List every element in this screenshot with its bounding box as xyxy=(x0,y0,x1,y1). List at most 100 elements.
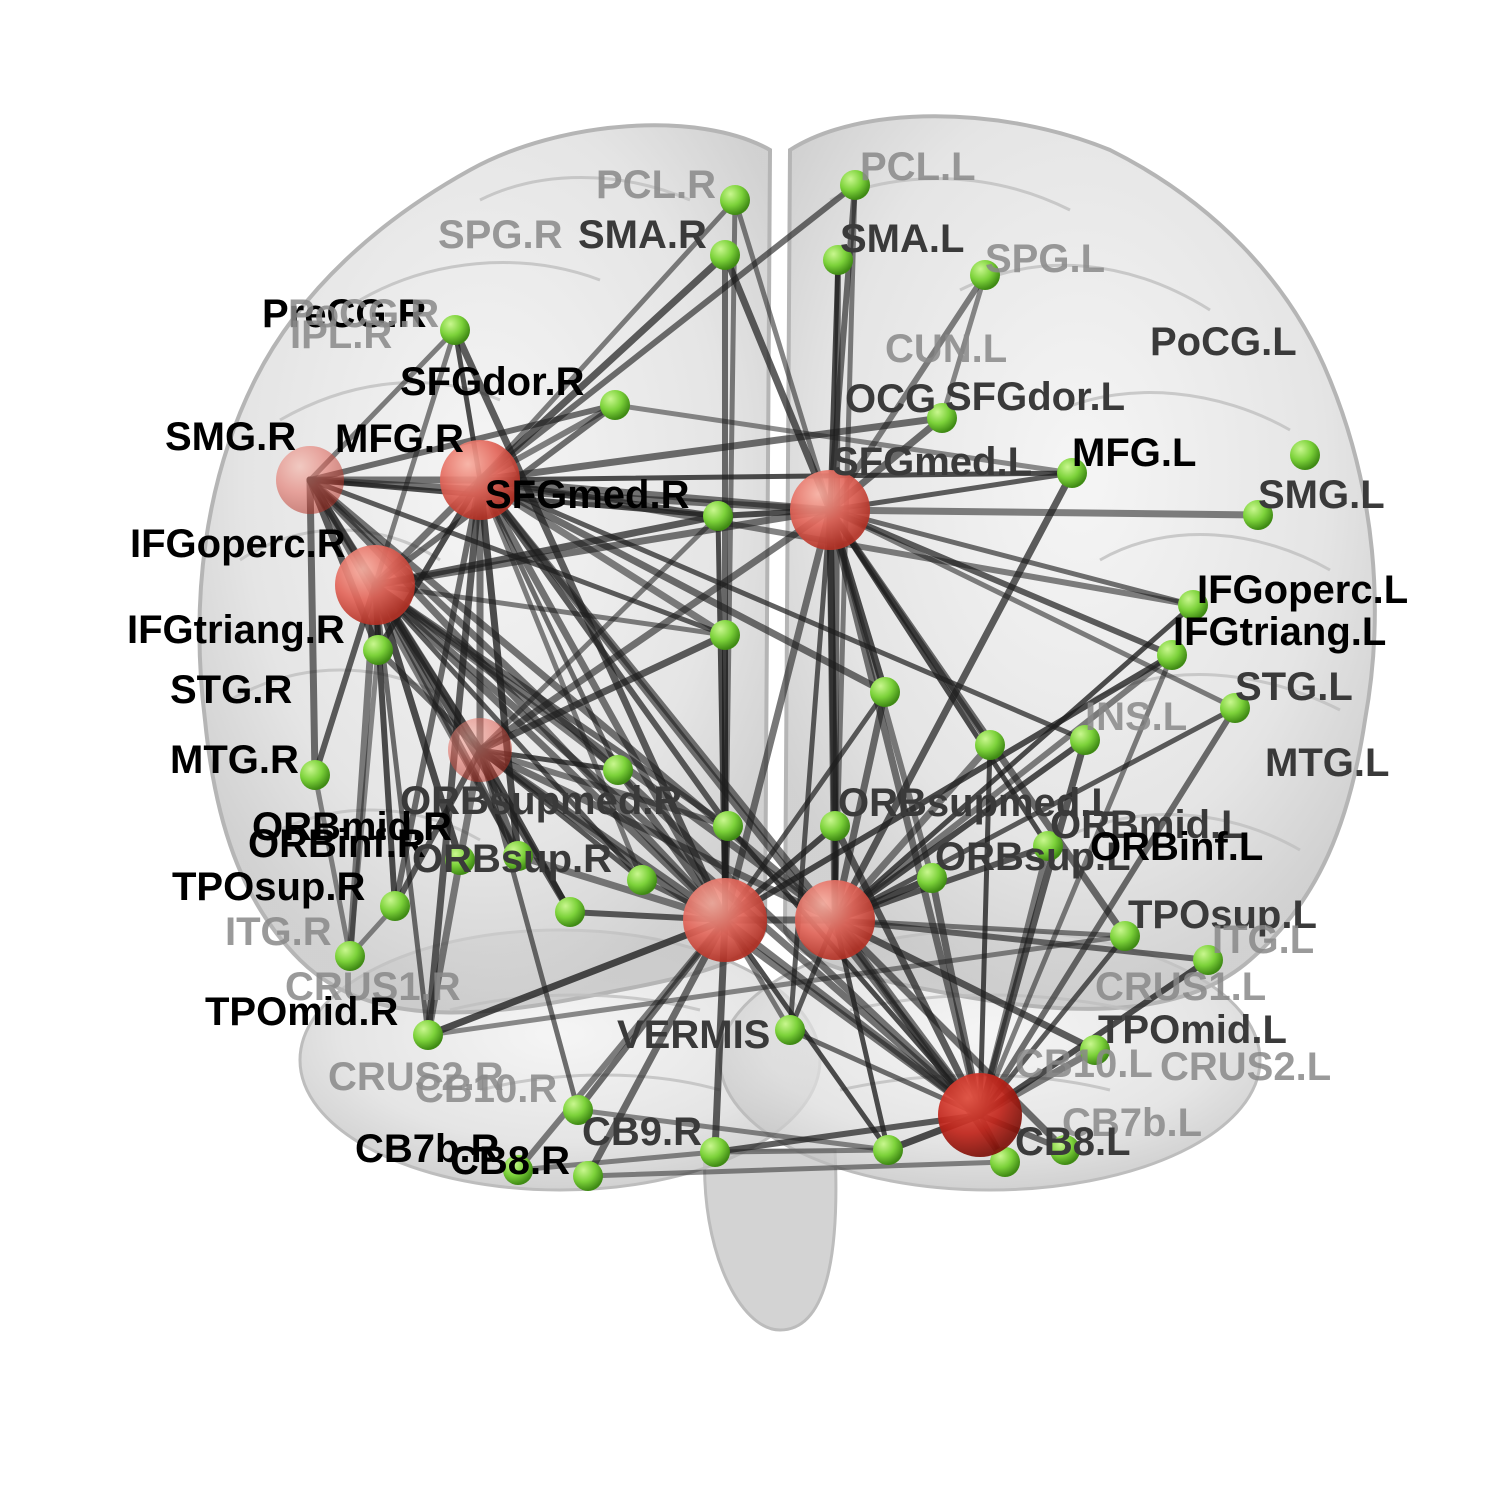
region-node xyxy=(873,1135,903,1165)
region-node xyxy=(870,677,900,707)
connection-edge xyxy=(477,477,1088,743)
region-label: ORBinf.L xyxy=(1090,825,1263,869)
region-label: IFGoperc.R xyxy=(130,522,346,566)
region-node xyxy=(380,891,410,921)
connection-edge xyxy=(584,916,729,1180)
brainstem xyxy=(703,1148,838,1332)
connection-edge xyxy=(477,747,581,1113)
connection-edge xyxy=(515,1149,718,1173)
region-label: ORBsup.L xyxy=(935,835,1131,879)
region-node xyxy=(1050,1135,1080,1165)
connection-edge xyxy=(827,470,1075,513)
connection-edge xyxy=(477,197,738,483)
region-label: OCG xyxy=(845,377,936,421)
nodes xyxy=(276,170,1320,1191)
hub-node xyxy=(683,878,767,962)
connection-edge xyxy=(515,917,728,1173)
connection-edge xyxy=(476,631,729,754)
connection-edge xyxy=(306,476,834,514)
region-label: SFGmed.R xyxy=(485,473,690,517)
region-label: PoCG.L xyxy=(1150,320,1297,364)
region-node xyxy=(1057,458,1087,488)
region-label: ORBsupmed.L xyxy=(838,781,1116,825)
region-label: TPOmid.L xyxy=(1098,1008,1287,1052)
connection-edge xyxy=(307,477,728,638)
region-label: SMA.L xyxy=(840,217,964,261)
region-node xyxy=(720,185,750,215)
region-label: CB8.R xyxy=(450,1139,570,1183)
connection-edge xyxy=(307,477,521,859)
region-node xyxy=(413,1020,443,1050)
connection-edge xyxy=(424,916,729,1039)
region-label: CB8.L xyxy=(1015,1120,1131,1164)
region-label: SPG.L xyxy=(985,237,1105,281)
region-node xyxy=(563,1095,593,1125)
region-node xyxy=(700,1137,730,1167)
region-label: ORBmid.R xyxy=(252,805,452,849)
connection-edge xyxy=(476,476,984,1119)
region-node xyxy=(823,245,853,275)
region-label: PreCG.R xyxy=(262,292,427,336)
region-node xyxy=(990,1147,1020,1177)
connection-edge xyxy=(575,1107,891,1153)
region-node xyxy=(713,811,743,841)
connection-edge xyxy=(827,272,988,513)
hub-node xyxy=(448,718,512,782)
region-label: IFGtriang.L xyxy=(1173,610,1386,654)
region-label: TPOsup.R xyxy=(172,865,365,909)
region-node xyxy=(603,755,633,785)
region-label: ITG.L xyxy=(1212,918,1314,962)
region-node xyxy=(1243,500,1273,530)
region-label: CB9.R xyxy=(582,1110,702,1154)
region-label: SFGdor.L xyxy=(945,375,1125,419)
region-node xyxy=(1290,440,1320,470)
connection-edge xyxy=(831,916,1069,1154)
connection-edge xyxy=(371,581,984,1119)
connection-edge xyxy=(832,737,1088,923)
connection-edge xyxy=(477,470,1075,483)
region-label: PoCG.R xyxy=(288,292,439,336)
connection-edge xyxy=(712,1147,891,1155)
region-node xyxy=(503,841,533,871)
region-label: CRUS1.R xyxy=(285,965,461,1009)
region-label: STG.L xyxy=(1235,665,1353,709)
region-label: ORBmid.L xyxy=(1050,803,1246,847)
connection-edge xyxy=(347,647,381,959)
connection-edge xyxy=(424,746,484,1039)
connection-edge xyxy=(832,705,1238,923)
hub-node xyxy=(790,470,870,550)
region-node xyxy=(503,1155,533,1185)
connection-edge xyxy=(827,507,1238,711)
region-label: IPL.R xyxy=(290,313,392,357)
region-node xyxy=(1157,640,1187,670)
region-node xyxy=(820,811,850,841)
connection-edge xyxy=(977,705,1238,1118)
connection-edge xyxy=(306,476,319,779)
connection-edge xyxy=(307,327,458,483)
region-node xyxy=(927,403,957,433)
region-label: MTG.R xyxy=(170,738,299,782)
connection-edge xyxy=(476,414,946,484)
region-node xyxy=(555,897,585,927)
region-node xyxy=(335,941,365,971)
region-label: INS.L xyxy=(1085,695,1187,739)
region-node xyxy=(917,863,947,893)
region-label: MTG.L xyxy=(1265,741,1389,785)
region-node xyxy=(363,635,393,665)
connection-edge xyxy=(307,402,618,483)
region-label: CB7b.L xyxy=(1062,1101,1202,1145)
hub-node xyxy=(795,880,875,960)
connection-edge xyxy=(732,197,833,513)
region-node xyxy=(440,315,470,345)
region-label: MFG.L xyxy=(1072,431,1196,475)
region-node xyxy=(975,730,1005,760)
connection-edge xyxy=(939,272,988,421)
hub-node xyxy=(335,545,415,625)
region-label: VERMIS xyxy=(617,1013,770,1057)
region-label: SFGdor.R xyxy=(400,360,585,404)
connection-edge xyxy=(612,402,1075,476)
region-label: IFGtriang.R xyxy=(127,608,345,652)
region-node xyxy=(1178,590,1208,620)
